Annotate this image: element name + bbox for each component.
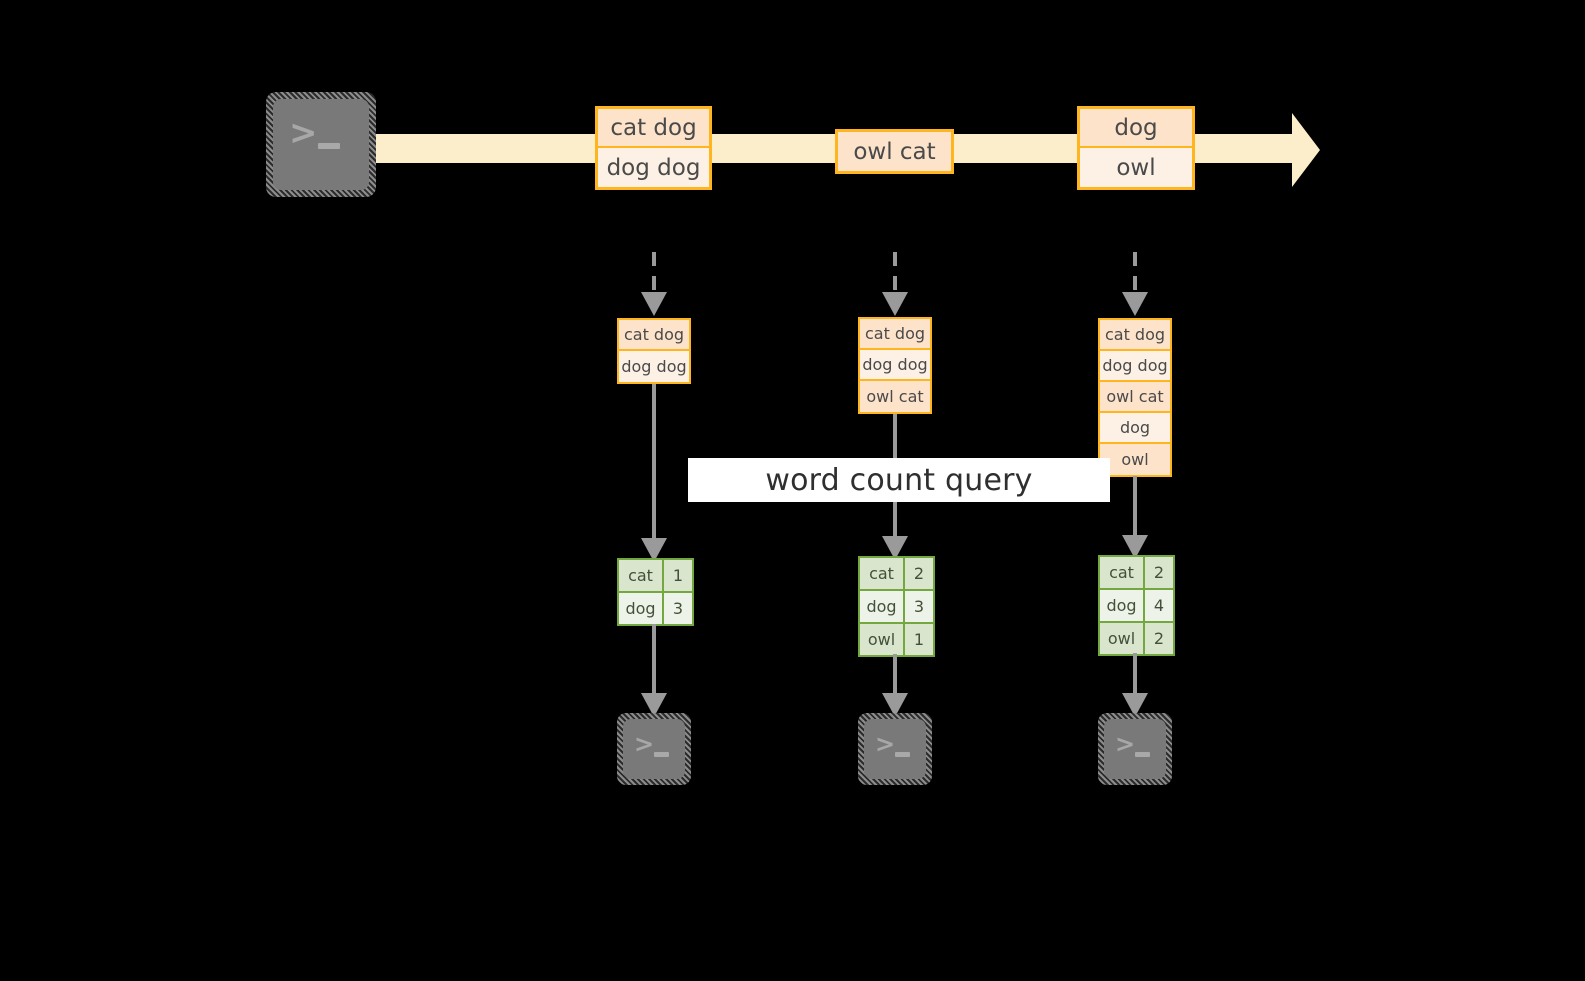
result-row: dog 3: [619, 593, 692, 624]
result-sink-arrow-2: [882, 654, 908, 717]
result-row: dog 4: [1100, 590, 1173, 623]
result-word: owl: [860, 624, 905, 655]
stream-record-line: dog dog: [598, 148, 709, 187]
result-count: 2: [1145, 623, 1173, 654]
snapshot-input-line: dog dog: [619, 351, 689, 382]
snapshot-trigger-arrow-1: [641, 252, 667, 316]
snapshot-input-1: cat dog dog dog: [617, 318, 691, 384]
snapshot-input-line: cat dog: [619, 320, 689, 351]
terminal-cursor-icon: [654, 752, 669, 757]
terminal-chevron-icon: >: [634, 730, 655, 758]
result-count: 3: [664, 593, 692, 624]
result-row: owl 2: [1100, 623, 1173, 654]
terminal-face: >: [864, 719, 926, 779]
stream-record-line: dog: [1080, 109, 1192, 148]
terminal-face: >: [623, 719, 685, 779]
terminal-chevron-icon: >: [289, 113, 318, 153]
result-word: cat: [860, 558, 905, 589]
stream-record-2: owl cat: [835, 129, 954, 174]
stream-record-1: cat dog dog dog: [595, 106, 712, 190]
result-count: 2: [1145, 557, 1173, 588]
result-row: cat 1: [619, 560, 692, 593]
terminal-chevron-icon: >: [875, 730, 896, 758]
query-banner-label: word count query: [765, 462, 1033, 498]
snapshot-input-line: dog dog: [860, 350, 930, 381]
result-word: owl: [1100, 623, 1145, 654]
result-count: 2: [905, 558, 933, 589]
result-row: cat 2: [860, 558, 933, 591]
source-terminal-icon: >: [266, 92, 376, 197]
snapshot-input-2: cat dog dog dog owl cat: [858, 317, 932, 414]
query-banner: word count query: [688, 458, 1110, 502]
terminal-chevron-icon: >: [1115, 730, 1136, 758]
result-table-1: cat 1 dog 3: [617, 558, 694, 626]
query-flow-arrow-1: [641, 384, 667, 562]
terminal-cursor-icon: [1135, 752, 1150, 757]
result-row: owl 1: [860, 624, 933, 655]
result-table-2: cat 2 dog 3 owl 1: [858, 556, 935, 657]
result-count: 4: [1145, 590, 1173, 621]
snapshot-input-line: owl cat: [860, 381, 930, 412]
query-flow-arrow-3: [1122, 476, 1148, 559]
snapshot-input-line: cat dog: [1100, 320, 1170, 351]
result-word: cat: [619, 560, 664, 591]
result-row: cat 2: [1100, 557, 1173, 590]
result-count: 3: [905, 591, 933, 622]
snapshot-trigger-arrow-2: [882, 252, 908, 316]
terminal-cursor-icon: [895, 752, 910, 757]
result-sink-arrow-1: [641, 624, 667, 717]
snapshot-input-3: cat dog dog dog owl cat dog owl: [1098, 318, 1172, 477]
sink-terminal-icon-1: >: [617, 713, 691, 785]
result-table-3: cat 2 dog 4 owl 2: [1098, 555, 1175, 656]
result-sink-arrow-3: [1122, 653, 1148, 717]
result-row: dog 3: [860, 591, 933, 624]
result-count: 1: [664, 560, 692, 591]
result-word: dog: [860, 591, 905, 622]
terminal-face: >: [1104, 719, 1166, 779]
stream-record-line: owl: [1080, 148, 1192, 187]
terminal-face: >: [273, 99, 369, 190]
snapshot-input-line: owl: [1100, 444, 1170, 475]
snapshot-input-line: cat dog: [860, 319, 930, 350]
result-word: dog: [1100, 590, 1145, 621]
result-count: 1: [905, 624, 933, 655]
stream-record-line: owl cat: [838, 132, 951, 171]
result-word: dog: [619, 593, 664, 624]
sink-terminal-icon-2: >: [858, 713, 932, 785]
stream-record-3: dog owl: [1077, 106, 1195, 190]
sink-terminal-icon-3: >: [1098, 713, 1172, 785]
snapshot-trigger-arrow-3: [1122, 252, 1148, 316]
snapshot-input-line: dog: [1100, 413, 1170, 444]
snapshot-input-line: owl cat: [1100, 382, 1170, 413]
stream-record-line: cat dog: [598, 109, 709, 148]
result-word: cat: [1100, 557, 1145, 588]
terminal-cursor-icon: [318, 143, 340, 149]
snapshot-input-line: dog dog: [1100, 351, 1170, 382]
